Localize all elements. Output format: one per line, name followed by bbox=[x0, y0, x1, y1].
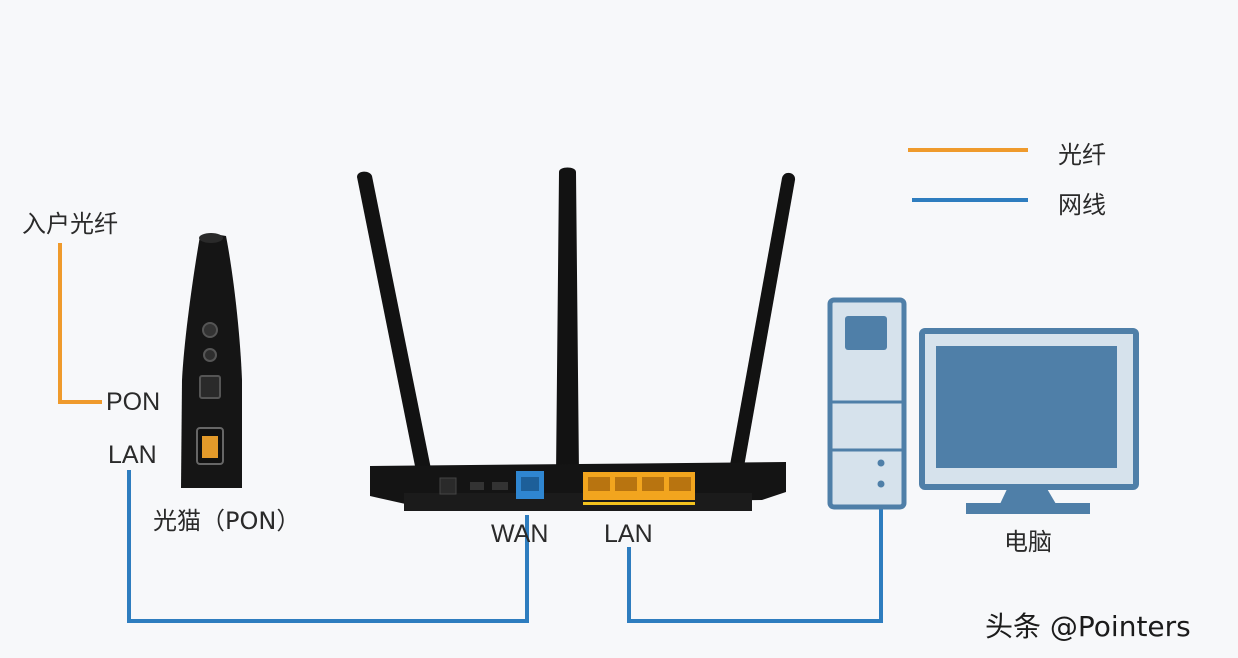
pon-port-label: PON bbox=[106, 388, 161, 416]
modem-lan-port-orange bbox=[202, 436, 218, 458]
cable-modem-to-router bbox=[127, 470, 529, 623]
watermark: 头条 @Pointers bbox=[985, 610, 1191, 643]
incoming-fiber-label: 入户光纤 bbox=[22, 210, 118, 238]
router-antennas bbox=[357, 167, 796, 478]
router-lan-ports bbox=[583, 472, 695, 505]
router-lan-label: LAN bbox=[604, 520, 653, 548]
computer-label: 电脑 bbox=[1004, 528, 1052, 556]
incoming-fiber-line bbox=[58, 243, 102, 404]
optical-modem bbox=[181, 233, 242, 488]
cable-router-to-computer bbox=[627, 508, 883, 623]
legend-cable-label: 网线 bbox=[1058, 191, 1106, 219]
router-wan-label: WAN bbox=[491, 520, 549, 548]
computer-tower bbox=[827, 297, 907, 510]
modem-lan-label: LAN bbox=[108, 441, 157, 469]
router bbox=[370, 462, 786, 511]
modem-name-label: 光猫（PON） bbox=[153, 507, 301, 535]
monitor bbox=[919, 328, 1139, 514]
legend-fiber-label: 光纤 bbox=[1058, 141, 1106, 169]
